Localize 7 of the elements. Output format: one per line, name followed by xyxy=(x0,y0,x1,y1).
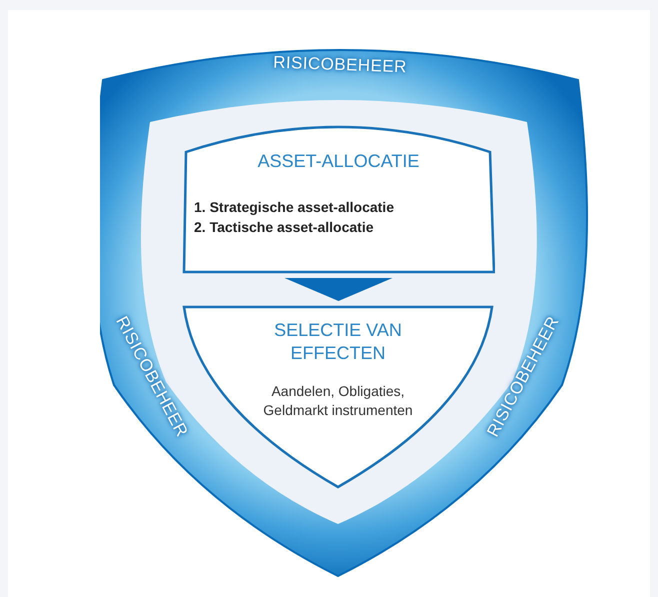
box-text: Aandelen, Obligaties, Geldmarkt instrumenten xyxy=(262,382,414,420)
box-heading: SELECTIE VAN EFFECTEN xyxy=(273,319,403,365)
arrow xyxy=(284,278,392,301)
band-label: RISICOBEHEER xyxy=(272,53,408,76)
list-item: 1. Strategische asset-allocatie xyxy=(194,198,395,217)
list-item: 2. Tactische asset-allocatie xyxy=(194,218,374,237)
box-heading: ASSET-ALLOCATIE xyxy=(256,150,420,173)
